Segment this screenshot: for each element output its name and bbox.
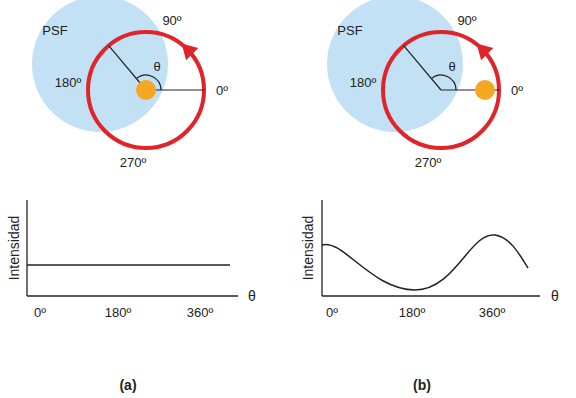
arrowhead [478,45,491,58]
axis-title: Intensidad [301,216,315,281]
angle-mark: 180º [55,76,81,89]
axis-title: Intensidad [7,216,21,281]
panel-a [27,0,238,296]
angle-line [404,46,441,90]
particle [136,80,156,100]
angle-arc [431,75,456,90]
scan-circle [383,32,499,148]
tick-label: 360º [479,306,505,319]
panel-b [327,0,499,148]
tick-label: 180º [399,306,425,319]
region-label: PSF [337,24,362,37]
panel-caption: (b) [413,378,431,392]
angle-mark: 180º [350,76,376,89]
psf-region [327,0,463,132]
psf-region [32,0,168,132]
axis-title: θ [551,289,559,303]
angle-arc [136,75,161,90]
scan-circle [88,32,204,148]
y-axis [26,200,27,296]
axis-title: θ [248,289,256,303]
x-axis [27,295,238,296]
angle-mark: 0º [511,84,523,97]
tick-label: 360º [187,306,213,319]
tick-label: 180º [105,306,131,319]
intensity-curve [322,235,528,290]
panel-caption: (a) [119,378,136,392]
arrowhead [183,45,196,58]
particle [475,80,495,100]
angle-mark: 270º [415,156,441,169]
region-label: PSF [42,24,67,37]
angle-mark: 90º [457,14,476,27]
angle-mark: 270º [120,156,146,169]
tick-label: 0º [34,306,46,319]
x-axis [322,295,540,296]
y-axis [321,200,322,296]
tick-label: 0º [326,306,338,319]
angle-symbol: θ [448,60,455,73]
angle-symbol: θ [153,60,160,73]
angle-mark: 0º [216,84,228,97]
angle-mark: 90º [162,14,181,27]
intensity-curve [27,264,230,266]
